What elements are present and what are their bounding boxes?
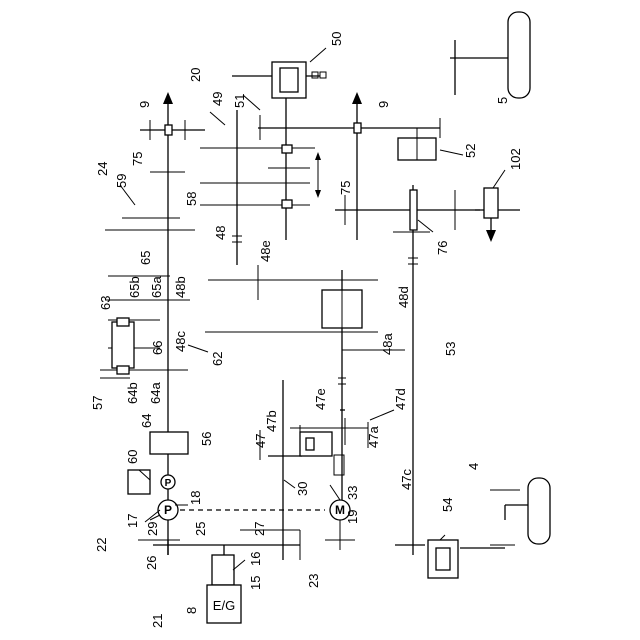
label-76: 76 xyxy=(435,241,450,255)
label-66: 66 xyxy=(150,341,165,355)
gears xyxy=(100,115,455,560)
label-52: 52 xyxy=(463,144,478,158)
label-51: 51 xyxy=(232,94,247,108)
label-23: 23 xyxy=(306,574,321,588)
label-57: 57 xyxy=(90,396,105,410)
clutch-63-66 xyxy=(112,322,134,368)
label-75b: 75 xyxy=(338,181,353,195)
components xyxy=(112,12,550,623)
label-30: 30 xyxy=(295,482,310,496)
label-47a: 47a xyxy=(366,426,381,448)
label-48a: 48a xyxy=(380,333,395,355)
front-wheel-5 xyxy=(508,12,530,98)
label-20: 20 xyxy=(188,68,203,82)
label-48: 48 xyxy=(213,226,228,240)
pump-aux-symbol: P xyxy=(165,478,172,489)
rear-wheel-4 xyxy=(528,478,550,544)
label-102: 102 xyxy=(508,148,523,170)
label-4: 4 xyxy=(466,463,481,470)
label-47c: 47c xyxy=(399,469,414,490)
label-48c: 48c xyxy=(173,331,188,352)
label-48b: 48b xyxy=(173,276,188,298)
label-47d: 47d xyxy=(393,388,408,410)
motor-symbol: M xyxy=(335,503,345,517)
label-25: 25 xyxy=(193,522,208,536)
label-56: 56 xyxy=(199,432,214,446)
label-65b: 65b xyxy=(127,276,142,298)
label-64a: 64a xyxy=(148,382,163,404)
label-8: 8 xyxy=(184,607,199,614)
label-17: 17 xyxy=(125,514,140,528)
clutch-47a xyxy=(300,432,332,456)
leader-lines xyxy=(120,48,505,570)
label-24: 24 xyxy=(95,162,110,176)
label-47b: 47b xyxy=(264,410,279,432)
label-33: 33 xyxy=(345,486,360,500)
arrow-icon xyxy=(163,92,173,104)
label-50: 50 xyxy=(329,32,344,46)
label-64b: 64b xyxy=(125,382,140,404)
engine-label: E/G xyxy=(213,598,235,613)
label-60: 60 xyxy=(125,450,140,464)
label-9b: 9 xyxy=(376,101,391,108)
label-18: 18 xyxy=(188,491,203,505)
label-19: 19 xyxy=(345,510,360,524)
clutch-15-16 xyxy=(212,555,234,585)
label-47: 47 xyxy=(253,434,268,448)
coupling-102 xyxy=(484,188,498,218)
unit-60 xyxy=(128,470,150,494)
label-9a: 9 xyxy=(137,101,152,108)
label-48e: 48e xyxy=(258,240,273,262)
label-29: 29 xyxy=(145,522,160,536)
label-62: 62 xyxy=(210,352,225,366)
label-49: 49 xyxy=(210,92,225,106)
label-53: 53 xyxy=(443,342,458,356)
label-48d: 48d xyxy=(396,286,411,308)
label-65: 65 xyxy=(138,251,153,265)
label-64: 64 xyxy=(139,414,154,428)
label-75a: 75 xyxy=(130,152,145,166)
circles: P P M xyxy=(158,475,350,520)
unit-56 xyxy=(150,432,188,454)
label-5: 5 xyxy=(495,97,510,104)
label-47e: 47e xyxy=(313,388,328,410)
pump-main-symbol: P xyxy=(164,503,172,517)
label-16: 16 xyxy=(248,552,263,566)
label-21: 21 xyxy=(150,614,165,628)
label-59: 59 xyxy=(114,174,129,188)
label-58: 58 xyxy=(184,192,199,206)
reference-labels: 50 5 20 49 51 9 9 24 59 75 75 58 52 102 … xyxy=(90,32,523,628)
label-22: 22 xyxy=(94,538,109,552)
label-65a: 65a xyxy=(149,276,164,298)
label-54: 54 xyxy=(440,498,455,512)
label-27: 27 xyxy=(252,522,267,536)
label-15: 15 xyxy=(248,576,263,590)
label-26: 26 xyxy=(144,556,159,570)
label-63: 63 xyxy=(98,296,113,310)
arrow-icon xyxy=(352,92,362,104)
